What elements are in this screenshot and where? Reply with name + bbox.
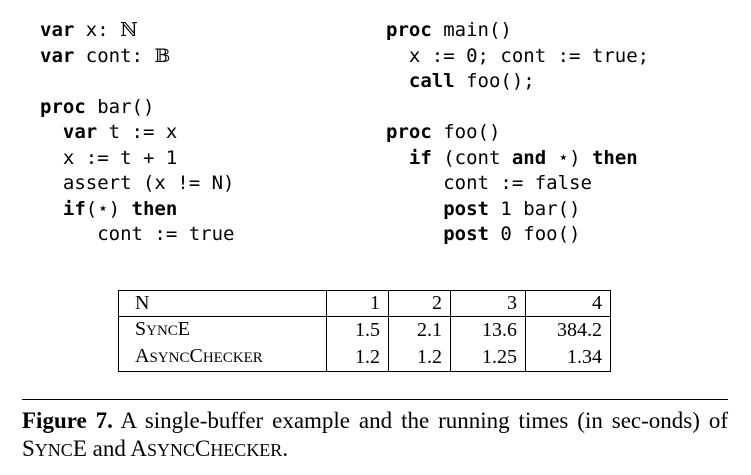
code-keyword: proc	[386, 121, 432, 143]
code-keyword: then	[591, 146, 638, 169]
code-line: x := t + 1	[40, 146, 234, 172]
table-cell: 1.34	[567, 346, 602, 368]
header-value: 1	[326, 290, 389, 317]
code-line: post 1 bar()	[386, 197, 649, 223]
code-token: 𝔹	[154, 44, 171, 67]
caption-async-initial: A	[130, 436, 147, 461]
table-header-row: N 1 2 3 4	[118, 290, 611, 317]
code-token	[40, 198, 63, 220]
sc-rest2: HECKER	[202, 350, 263, 366]
code-line: if (cont and ⋆) then	[386, 146, 649, 172]
caption-text: .	[282, 436, 289, 461]
table-cell: 1.2	[388, 344, 451, 372]
code-keyword: call	[408, 70, 455, 92]
code-token	[40, 121, 63, 143]
row-name-synce: SYNCE	[118, 316, 327, 344]
code-line: if(⋆) then	[40, 197, 234, 223]
code-keyword: and	[511, 146, 547, 169]
code-token: bar()	[85, 95, 155, 118]
code-token: assert (x != N)	[40, 172, 235, 194]
code-token: 0 foo()	[488, 223, 581, 245]
code-keyword: if	[408, 146, 432, 169]
header-value: 2	[388, 290, 451, 317]
code-line: proc foo()	[386, 120, 649, 146]
code-line: var t := x	[40, 120, 234, 146]
code-line: call foo();	[386, 69, 649, 95]
code-keyword: var	[62, 121, 98, 143]
code-line: assert (x != N)	[40, 171, 235, 197]
table-cell: 384.2	[557, 319, 602, 341]
table-cell: 13.6	[450, 316, 526, 344]
code-line: x := 0; cont := true;	[386, 44, 649, 70]
code-line: cont := false	[386, 171, 649, 197]
code-token	[386, 198, 443, 220]
code-keyword: post	[443, 223, 489, 245]
caption-synce-initial: S	[22, 436, 35, 461]
code-line: var x: ℕ	[40, 18, 234, 44]
table-cell: 2.1	[388, 316, 451, 344]
code-token: t := x	[97, 121, 178, 143]
figure-caption: Figure 7. A single-buffer example and th…	[22, 407, 728, 464]
table-cell: 1.25	[450, 344, 526, 372]
caption-synce-rest: YNC	[34, 440, 73, 460]
code-token	[386, 147, 409, 169]
code-keyword: proc	[40, 95, 86, 118]
code-line: post 0 foo()	[386, 222, 649, 248]
code-keyword: then	[131, 197, 178, 220]
sc-rest: SYNC	[149, 350, 190, 366]
code-token: (⋆)	[85, 197, 132, 220]
table-row: ASYNCCHECKER 1.2 1.2 1.25 1.34	[118, 344, 611, 372]
code-keyword: post	[443, 197, 489, 220]
code-token	[386, 70, 409, 92]
code-token: foo();	[454, 70, 535, 92]
code-token: 1 bar()	[488, 197, 581, 220]
caption-text: and	[86, 436, 131, 461]
code-token: ℕ	[120, 19, 138, 41]
code-token: x := 0; cont := true;	[386, 44, 650, 67]
code-listing-right: proc main() x := 0; cont := true; call f…	[386, 18, 649, 248]
code-token: (cont	[431, 146, 512, 169]
code-keyword: var	[40, 19, 75, 41]
code-token	[386, 223, 443, 245]
code-token: foo()	[431, 121, 501, 143]
code-line	[386, 95, 649, 121]
caption-text: A single-buffer example and the running …	[112, 408, 728, 433]
running-times-table: N 1 2 3 4 SYNCE 1.5 2.1 13.6 384.2 ASYNC…	[118, 290, 611, 372]
caption-async-rest2: HECKER	[210, 440, 283, 460]
code-token: ⋆)	[546, 146, 592, 169]
code-keyword: proc	[386, 19, 432, 41]
table-cell: 1.2	[326, 344, 389, 372]
code-token: cont:	[74, 44, 155, 67]
row-name-asyncchecker: ASYNCCHECKER	[118, 344, 327, 372]
code-line	[40, 69, 234, 95]
sc-rest: YNC	[146, 323, 178, 339]
sc-initial: S	[135, 318, 147, 340]
code-token: main()	[431, 19, 512, 41]
code-token: cont := false	[386, 172, 592, 194]
caption-async-c: C	[194, 436, 211, 461]
sc-suffix: E	[177, 318, 191, 340]
caption-async-rest: SYNC	[146, 440, 195, 460]
code-line: var cont: 𝔹	[40, 44, 234, 70]
code-line: proc main()	[386, 18, 649, 44]
figure-label: Figure 7.	[22, 408, 113, 433]
code-keyword: if	[62, 197, 86, 220]
code-token: cont := true	[40, 223, 235, 245]
caption-rule	[22, 399, 728, 400]
sc-suffix: C	[189, 345, 203, 367]
code-line: proc bar()	[40, 95, 234, 121]
code-line: cont := true	[40, 222, 234, 248]
header-value: 3	[450, 290, 526, 317]
table-cell: 1.5	[326, 316, 389, 344]
caption-synce-suffix: E	[72, 436, 87, 461]
header-n-label: N	[118, 290, 327, 317]
table-row: SYNCE 1.5 2.1 13.6 384.2	[118, 316, 611, 344]
code-keyword: var	[40, 44, 75, 67]
header-value: 4	[525, 290, 611, 317]
sc-initial: A	[135, 345, 150, 367]
code-token: x:	[74, 19, 121, 41]
code-token: x := t + 1	[40, 146, 178, 169]
